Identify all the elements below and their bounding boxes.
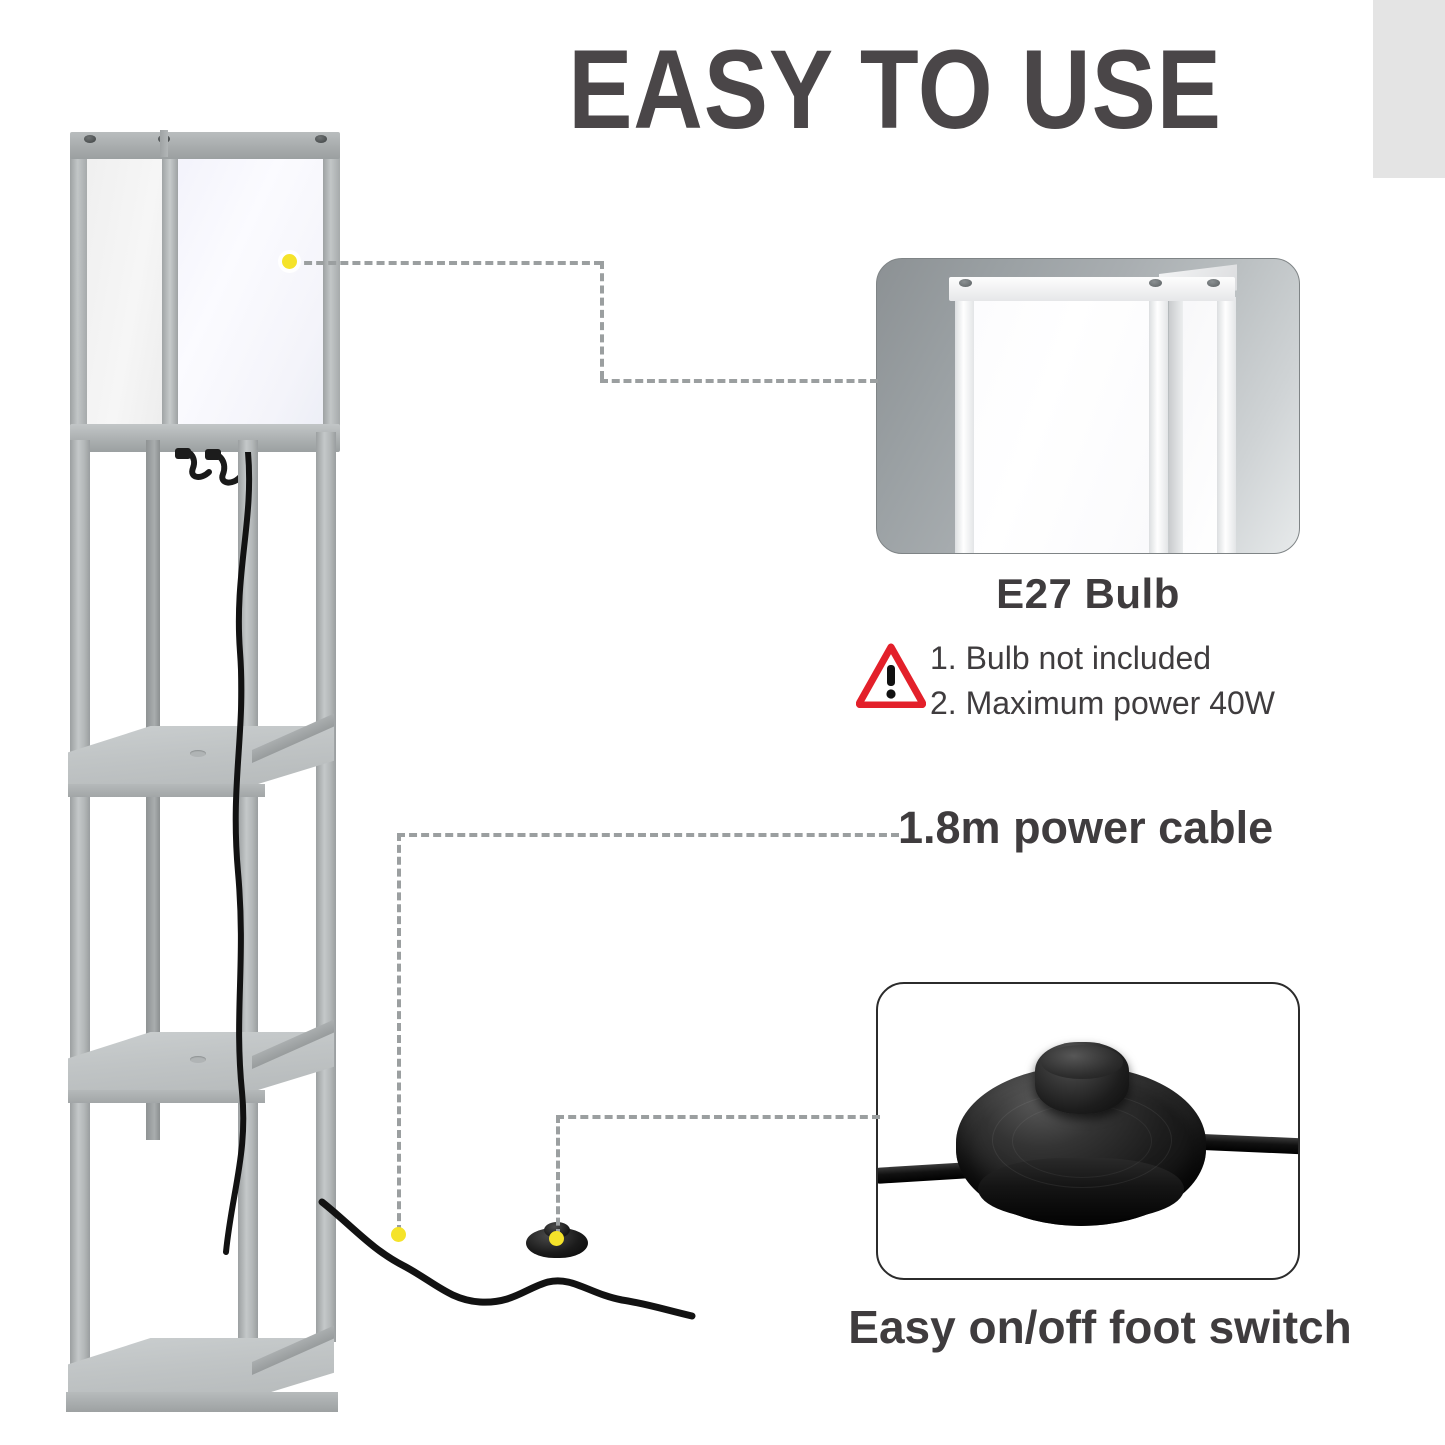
shade-post-right	[323, 150, 340, 432]
bulb-inset-photo	[876, 258, 1300, 554]
shade-post-left	[70, 150, 87, 432]
shade-side-panel	[80, 155, 165, 429]
screw-cap-icon	[1149, 279, 1162, 287]
leader-bulb-v	[600, 261, 604, 379]
bulb-inset-post-right	[1217, 297, 1236, 553]
frame-post-rear-right	[316, 432, 336, 1342]
bulb-inset-post-middle	[1149, 297, 1168, 553]
base-plinth	[66, 1392, 338, 1412]
switch-inset-photo	[876, 982, 1300, 1280]
bulb-note-1: 1. Bulb not included	[930, 640, 1212, 676]
power-cord-upper	[223, 452, 253, 1255]
leader-bulb-h1	[292, 261, 602, 265]
frame-post-front-left	[70, 440, 90, 1400]
bulb-note-2: 2. Maximum power 40W	[930, 685, 1275, 722]
callout-dot-switch[interactable]	[549, 1231, 564, 1246]
leader-cable-v	[397, 833, 401, 1233]
shade-post-middle	[162, 150, 178, 432]
switch-body	[956, 1042, 1206, 1226]
shelf-base	[68, 1325, 334, 1409]
leader-switch-v	[556, 1115, 560, 1237]
leader-cable-h	[397, 833, 899, 837]
shade-bottom-rail	[70, 424, 340, 452]
screw-cap-icon	[84, 135, 96, 143]
bulb-inset-rail-top	[949, 277, 1235, 301]
bulb-notes: 1. Bulb not included 2. Maximum power 40…	[930, 636, 1330, 727]
cable-label: 1.8m power cable	[898, 802, 1274, 853]
warning-triangle-icon	[856, 643, 926, 708]
shade-top-rail	[70, 130, 340, 159]
power-cord-floor	[318, 1198, 696, 1320]
cable-grommet-icon	[190, 1056, 207, 1063]
screw-cap-icon	[1207, 279, 1220, 287]
bulb-inset-post-rear	[1169, 297, 1183, 553]
bulb-title: E27 Bulb	[996, 570, 1180, 617]
leader-switch-h	[556, 1115, 880, 1119]
screw-cap-icon	[315, 135, 327, 143]
leader-bulb-h2	[600, 379, 878, 383]
bulb-inset-front-panel	[973, 299, 1153, 553]
screw-cap-icon	[959, 279, 972, 287]
switch-label: Easy on/off foot switch	[848, 1301, 1352, 1353]
lamp-shade	[70, 130, 340, 452]
callout-dot-bulb[interactable]	[282, 254, 297, 269]
switch-ring-inner	[1012, 1104, 1152, 1178]
shelf-middle	[68, 1019, 334, 1103]
shelf-upper	[68, 713, 334, 797]
socket-wiring	[175, 448, 244, 486]
page-title: EASY TO USE	[568, 27, 1222, 152]
bulb-inset-post-left	[955, 297, 974, 553]
corner-accent-block	[1373, 0, 1445, 178]
switch-press-button[interactable]	[1035, 1042, 1129, 1114]
callout-dot-cable[interactable]	[391, 1227, 406, 1242]
product-illustration	[0, 0, 696, 1445]
shade-front-panel	[175, 155, 327, 429]
cable-grommet-icon	[190, 750, 207, 757]
screw-cap-icon	[158, 135, 170, 143]
